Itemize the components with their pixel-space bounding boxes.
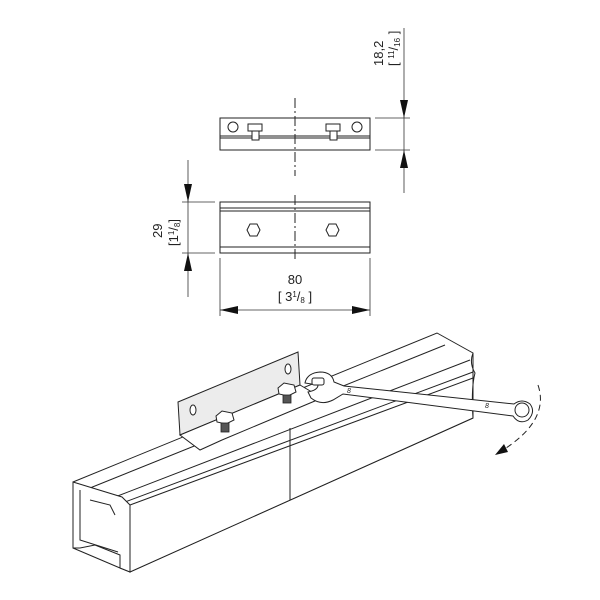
dim-label-inch: [11/8] <box>166 219 182 246</box>
rail-end-profile <box>72 481 131 573</box>
mount-hole <box>284 363 292 375</box>
bolt-iso <box>215 410 235 433</box>
wrench-size-label: 8 <box>347 388 351 395</box>
bracket-iso <box>177 351 324 451</box>
wrench-open-jaw <box>311 377 325 386</box>
dim-label-mm: 29 <box>150 224 165 238</box>
mount-hole <box>351 121 363 133</box>
top-view <box>219 98 371 176</box>
mount-hole <box>189 404 197 416</box>
hex-bolt-head <box>325 223 340 237</box>
wrench-size-label: 8 <box>485 403 489 410</box>
dimension-18-2: 18,2 [ 11/16 ] <box>371 28 410 193</box>
wrench-ring <box>514 402 530 418</box>
bolt-top <box>247 123 263 141</box>
bolt-iso <box>277 382 297 404</box>
dim-label-mm: 80 <box>288 272 302 287</box>
dim-label-inch: [ 11/16 ] <box>386 31 402 66</box>
dim-label-inch: [ 31/8 ] <box>278 289 312 305</box>
dimension-80: 80 [ 31/8 ] <box>219 258 371 316</box>
dim-label-mm: 18,2 <box>371 41 386 66</box>
arrow-head <box>495 444 508 455</box>
hex-bolt-head <box>246 223 261 237</box>
wrench-body <box>304 371 534 423</box>
ratchet-wrench: 8 8 <box>304 371 534 423</box>
mount-hole <box>227 121 239 133</box>
front-view <box>219 195 371 262</box>
bolt-top <box>325 123 341 141</box>
dimension-29: 29 [11/8] <box>150 160 215 297</box>
rotation-arrow <box>495 384 541 455</box>
